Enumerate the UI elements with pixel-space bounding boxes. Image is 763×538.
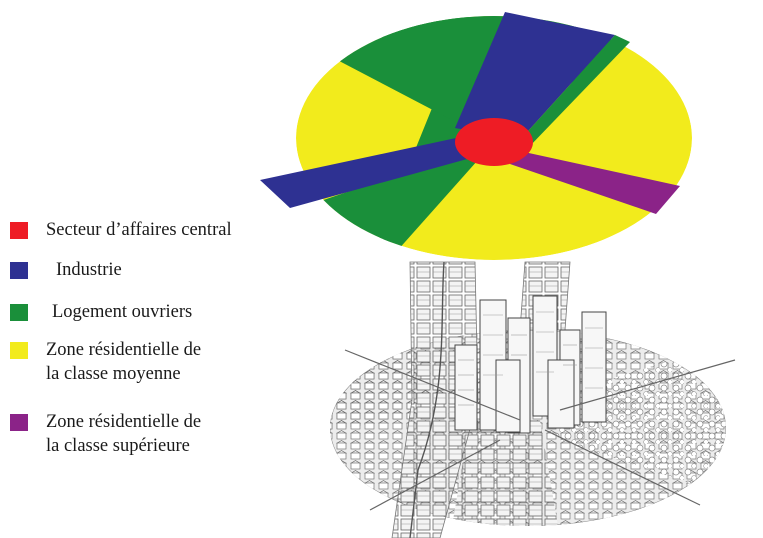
legend-swatch-industry	[10, 262, 28, 279]
legend-label-cbd: Secteur d’affaires central	[46, 220, 232, 240]
workers-housing-strip	[520, 35, 630, 148]
legend-label-upper-class: Zone résidentielle de la classe supérieu…	[46, 412, 202, 456]
industry-sector-lower	[260, 135, 478, 208]
city-illustration	[330, 261, 736, 538]
legend-swatch-workers-housing	[10, 304, 28, 321]
legend-swatch-upper-class	[10, 414, 28, 431]
legend-swatch-cbd	[10, 222, 28, 239]
legend: Secteur d’affaires central Industrie Log…	[0, 0, 300, 538]
legend-label-workers-housing: Logement ouvriers	[52, 302, 193, 322]
legend-swatch-middle-class	[10, 342, 28, 359]
upper-class-sector	[510, 150, 680, 214]
legend-label-middle-class: Zone résidentielle de la classe moyenne	[46, 340, 202, 384]
central-business-district	[455, 118, 533, 166]
legend-label-industry: Industrie	[56, 260, 122, 280]
industry-sector-upper	[455, 12, 615, 140]
